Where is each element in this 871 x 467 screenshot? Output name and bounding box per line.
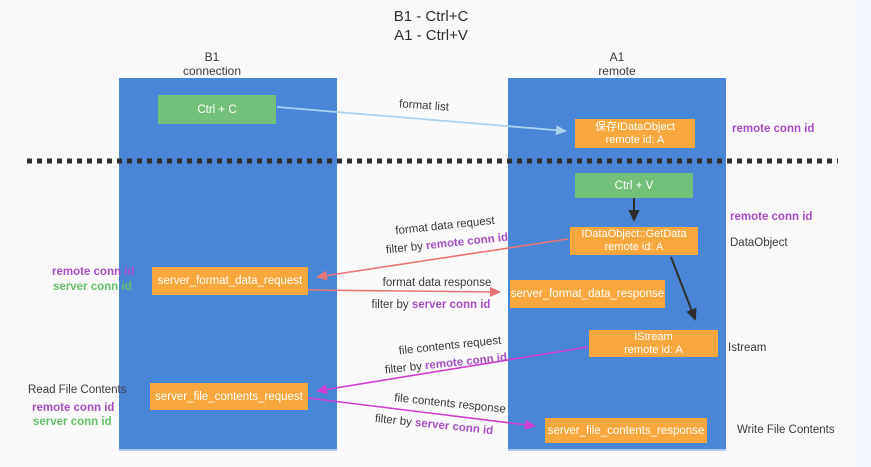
lane-a1-name: A1 bbox=[609, 50, 625, 64]
server-file-contents-request-label: server_file_contents_request bbox=[155, 390, 303, 403]
file-contents-response-label: file contents response bbox=[393, 392, 507, 416]
save-idataobject-line2: remote id: A bbox=[605, 133, 665, 146]
lane-b1-name: B1 bbox=[204, 50, 220, 64]
filter-prefix-3: filter by bbox=[384, 360, 426, 377]
istream-line1: IStream bbox=[634, 330, 673, 343]
idataobject-getdata-box: IDataObject::GetData remote id: A bbox=[570, 227, 698, 255]
save-idataobject-box: 保存IDataObject remote id: A bbox=[575, 119, 695, 148]
lane-b1-role: connection bbox=[182, 64, 242, 78]
istream-line2: remote id: A bbox=[624, 343, 683, 356]
format-data-response-label: format data response bbox=[382, 277, 492, 289]
filter-by-server-conn-id-label-1: filter by server conn id bbox=[372, 299, 491, 311]
lane-header-b1: B1 connection bbox=[152, 50, 272, 78]
diagram-title: B1 - Ctrl+C A1 - Ctrl+V bbox=[346, 7, 516, 45]
left-server-conn-id-label-1: server conn id bbox=[53, 281, 132, 293]
filter-prefix-4: filter by bbox=[374, 412, 416, 429]
lane-header-a1: A1 remote bbox=[557, 50, 677, 78]
filter-prefix-1: filter by bbox=[385, 240, 427, 257]
write-file-contents-label: Write File Contents bbox=[737, 424, 835, 436]
lane-a1-role: remote bbox=[598, 64, 636, 78]
title-line-1: B1 - Ctrl+C bbox=[393, 8, 469, 25]
server-format-data-response-box: server_format_data_response bbox=[510, 280, 665, 308]
istream-side-label: Istream bbox=[728, 342, 767, 354]
left-remote-conn-id-label-2: remote conn id bbox=[32, 402, 115, 414]
ctrl-v-label: Ctrl + V bbox=[614, 179, 654, 192]
idataobject-getdata-line2: remote id: A bbox=[604, 241, 664, 253]
filter-by-server-conn-id-label-2: filter by server conn id bbox=[374, 413, 493, 437]
title-line-2: A1 - Ctrl+V bbox=[394, 27, 468, 44]
server-format-data-response-label: server_format_data_response bbox=[510, 288, 665, 300]
ctrl-c-label: Ctrl + C bbox=[197, 103, 237, 116]
server-file-contents-response-box: server_file_contents_response bbox=[545, 418, 707, 443]
server-file-contents-request-box: server_file_contents_request bbox=[150, 383, 308, 410]
remote-conn-id-text-2: remote conn id bbox=[424, 351, 508, 373]
server-conn-id-text-2: server conn id bbox=[414, 417, 494, 438]
ctrl-v-box: Ctrl + V bbox=[575, 173, 693, 198]
read-file-contents-label: Read File Contents bbox=[28, 384, 127, 396]
left-server-conn-id-label-2: server conn id bbox=[33, 416, 112, 428]
filter-prefix-2: filter by bbox=[371, 299, 412, 311]
right-remote-conn-id-label-1: remote conn id bbox=[732, 123, 815, 135]
idataobject-getdata-line1: IDataObject::GetData bbox=[581, 228, 687, 240]
server-conn-id-text-1: server conn id bbox=[411, 299, 491, 311]
save-idataobject-line1: 保存IDataObject bbox=[594, 120, 676, 133]
left-remote-conn-id-label-1: remote conn id bbox=[52, 266, 135, 278]
ctrl-c-box: Ctrl + C bbox=[158, 95, 276, 124]
server-format-data-request-box: server_format_data_request bbox=[152, 267, 308, 295]
right-edge-strip bbox=[855, 0, 871, 467]
remote-conn-id-text-1: remote conn id bbox=[425, 231, 509, 253]
right-remote-conn-id-label-2: remote conn id bbox=[730, 211, 813, 223]
server-format-data-request-label: server_format_data_request bbox=[157, 275, 303, 287]
dataobject-label: DataObject bbox=[730, 237, 788, 249]
server-file-contents-response-label: server_file_contents_response bbox=[547, 424, 705, 437]
format-list-label: format list bbox=[398, 98, 450, 114]
istream-box: IStream remote id: A bbox=[589, 330, 718, 357]
